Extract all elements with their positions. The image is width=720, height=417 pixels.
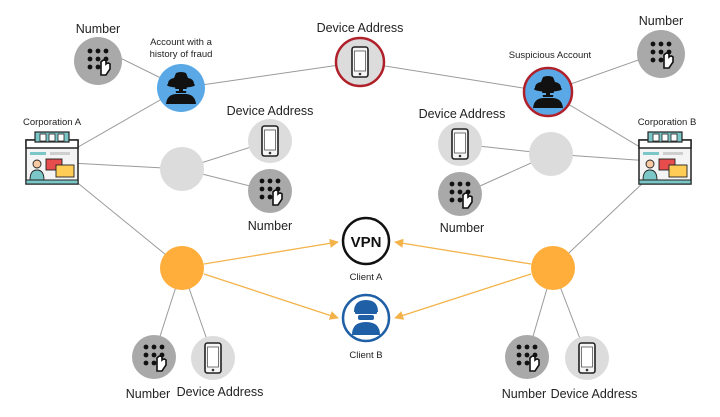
node-label: Device Address bbox=[419, 107, 506, 121]
fraud-account-node: Account with a history of fraud bbox=[150, 37, 213, 112]
corporation-icon bbox=[638, 131, 692, 185]
phone-icon bbox=[351, 46, 369, 78]
corporation-icon bbox=[25, 131, 79, 185]
node-label: Client A bbox=[350, 272, 383, 283]
node-label-line1: Account with a bbox=[150, 37, 212, 48]
device-node-bottom-left: Device Address bbox=[177, 336, 264, 399]
phone-icon bbox=[451, 128, 469, 160]
node-label: Number bbox=[440, 221, 484, 235]
edge-orange-right-clientB bbox=[394, 273, 532, 320]
number-node-top-left: Number bbox=[74, 22, 122, 85]
client-b-node: Client B bbox=[341, 293, 391, 361]
edge-fraud-device bbox=[180, 61, 361, 89]
node-label: Number bbox=[76, 22, 120, 36]
number-node-mid-left: Number bbox=[248, 169, 292, 233]
suspicious-account-node: Suspicious Account bbox=[509, 50, 592, 118]
node-label: Number bbox=[126, 387, 170, 401]
device-node-mid-left: Device Address bbox=[227, 104, 314, 163]
number-node-mid-right: Number bbox=[438, 172, 484, 235]
unknown-node-left bbox=[160, 147, 204, 191]
number-node-bottom-right: Number bbox=[502, 335, 549, 401]
node-label: Device Address bbox=[317, 21, 404, 35]
node-label: Number bbox=[248, 219, 292, 233]
node-label: Number bbox=[502, 387, 546, 401]
edge-orange-clientB bbox=[203, 273, 339, 320]
node-label: Device Address bbox=[551, 387, 638, 401]
corporation-b-node: Corporation B bbox=[638, 117, 697, 185]
edge-device-suspicious bbox=[359, 61, 549, 93]
vpn-edges bbox=[203, 238, 532, 320]
phone-icon bbox=[204, 342, 222, 374]
number-node-bottom-left: Number bbox=[126, 335, 176, 401]
orange-node-left bbox=[160, 246, 204, 290]
client-a-node: VPN Client A bbox=[341, 216, 391, 283]
edge-orange-right-clientA bbox=[394, 238, 532, 265]
anonymous-user-icon bbox=[352, 300, 380, 335]
node-label: Corporation B bbox=[638, 117, 697, 128]
unknown-node-right bbox=[529, 132, 573, 176]
node-label: Device Address bbox=[177, 385, 264, 399]
node-label: Suspicious Account bbox=[509, 50, 592, 61]
number-node-top-right: Number bbox=[637, 14, 685, 78]
node-label: Device Address bbox=[227, 104, 314, 118]
phone-icon bbox=[578, 342, 596, 374]
edge-orange-clientA bbox=[203, 238, 339, 265]
node-label: Client B bbox=[349, 350, 382, 361]
corporation-a-node: Corporation A bbox=[23, 117, 82, 185]
phone-icon bbox=[261, 125, 279, 157]
device-node-mid-right: Device Address bbox=[419, 107, 506, 166]
node-label: Number bbox=[639, 14, 683, 28]
device-node-bottom-right: Device Address bbox=[551, 336, 638, 401]
vpn-badge: VPN bbox=[351, 234, 382, 251]
orange-node-right bbox=[531, 246, 575, 290]
node-label-line2: history of fraud bbox=[150, 49, 213, 60]
device-node-top-center: Device Address bbox=[317, 21, 404, 88]
node-label: Corporation A bbox=[23, 117, 82, 128]
